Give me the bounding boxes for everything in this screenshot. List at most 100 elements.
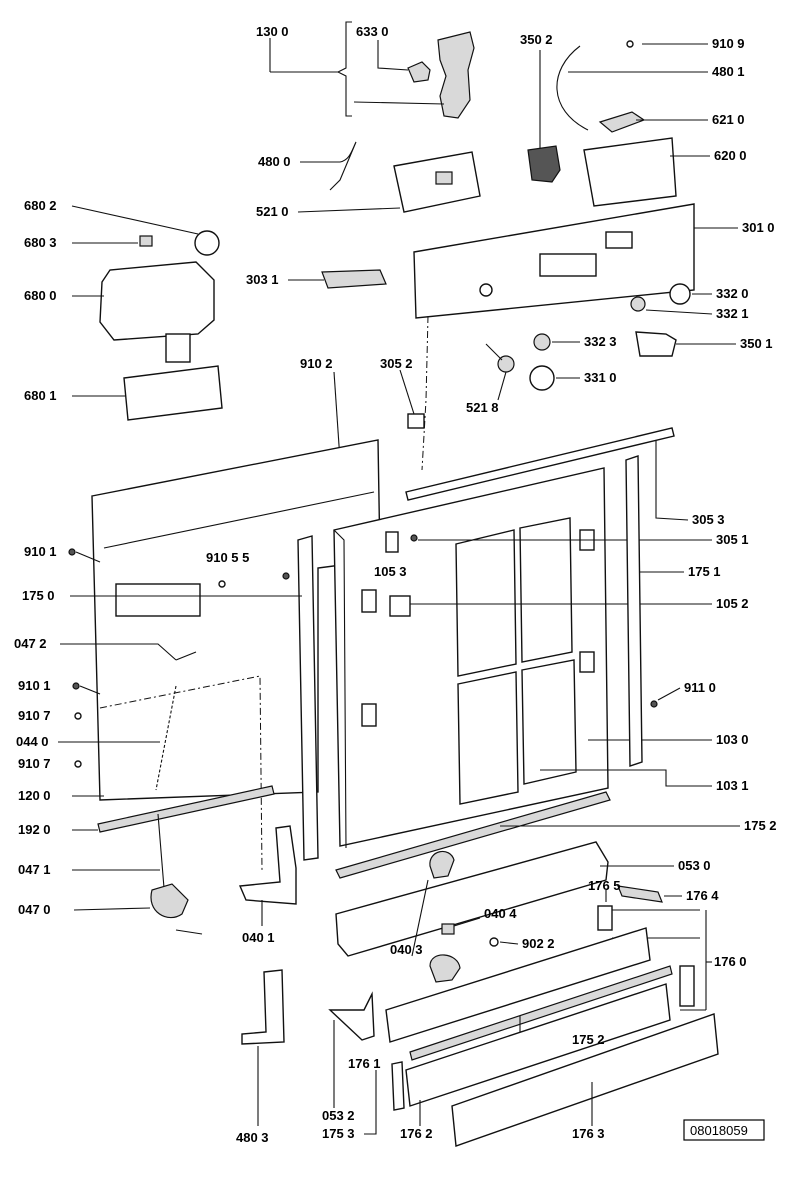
label-1752a: 175 2 bbox=[744, 818, 777, 833]
label-1752b: 175 2 bbox=[572, 1032, 605, 1047]
part-1752b bbox=[409, 965, 673, 1061]
screw-9107a bbox=[74, 712, 82, 720]
part-0470-pin bbox=[175, 929, 203, 935]
label-5210: 521 0 bbox=[256, 204, 289, 219]
leader-3053 bbox=[655, 440, 689, 521]
label-9102: 910 2 bbox=[300, 356, 333, 371]
part-1763 bbox=[451, 1013, 719, 1147]
leader-0470 bbox=[73, 907, 151, 911]
part-1052 bbox=[389, 595, 411, 617]
part-3010-display bbox=[539, 253, 597, 277]
part-1753 bbox=[391, 1061, 405, 1111]
label-3502: 350 2 bbox=[520, 32, 553, 47]
label-9107b: 910 7 bbox=[18, 756, 51, 771]
part-3010-window bbox=[605, 231, 633, 249]
part-0532 bbox=[328, 991, 375, 1041]
part-6803 bbox=[139, 235, 153, 247]
label-6803: 680 3 bbox=[24, 235, 57, 250]
label-3310: 331 0 bbox=[584, 370, 617, 385]
part-9022 bbox=[489, 937, 499, 947]
screw-91055 bbox=[218, 580, 226, 588]
part-4800 bbox=[300, 141, 357, 191]
part-3031 bbox=[321, 269, 387, 289]
part-5218-shaft bbox=[485, 343, 503, 361]
screw-9109 bbox=[626, 40, 634, 48]
part-6800-tab bbox=[165, 333, 191, 363]
label-1750: 175 0 bbox=[22, 588, 55, 603]
label-4801: 480 1 bbox=[712, 64, 745, 79]
screw-9101b bbox=[72, 682, 80, 690]
screw-9107b bbox=[74, 760, 82, 768]
label-3320: 332 0 bbox=[716, 286, 749, 301]
part-1750 bbox=[297, 535, 319, 861]
label-0472: 047 2 bbox=[14, 636, 47, 651]
label-4803: 480 3 bbox=[236, 1130, 269, 1145]
screw-9110 bbox=[650, 700, 658, 708]
leader-1753 bbox=[364, 1070, 377, 1135]
label-6800: 680 0 bbox=[24, 288, 57, 303]
part-1750-handle bbox=[115, 583, 201, 617]
part-0404 bbox=[441, 923, 455, 935]
part-3323 bbox=[533, 333, 551, 351]
label-1751: 175 1 bbox=[688, 564, 721, 579]
bracket-130 bbox=[336, 21, 352, 117]
cutout-a bbox=[361, 589, 377, 613]
label-1300: 130 0 bbox=[256, 24, 289, 39]
label-1760: 176 0 bbox=[714, 954, 747, 969]
label-1030: 103 0 bbox=[716, 732, 749, 747]
part-6210 bbox=[598, 111, 646, 133]
label-5218: 521 8 bbox=[466, 400, 499, 415]
part-1920 bbox=[97, 785, 275, 833]
part-3052 bbox=[407, 413, 425, 429]
label-1200: 120 0 bbox=[18, 788, 51, 803]
part-1761-end bbox=[679, 965, 695, 1007]
part-1762 bbox=[405, 983, 671, 1107]
part-0403 bbox=[429, 850, 455, 879]
bracket-1760 bbox=[612, 909, 707, 1011]
part-5210-chip bbox=[435, 171, 453, 185]
label-3010: 301 0 bbox=[742, 220, 775, 235]
label-0401: 040 1 bbox=[242, 930, 275, 945]
part-3053 bbox=[405, 427, 675, 501]
leader-9102 bbox=[333, 371, 341, 461]
part-3310 bbox=[529, 365, 555, 391]
part-6800 bbox=[99, 261, 215, 341]
label-0440: 044 0 bbox=[16, 734, 49, 749]
part-1031-pad-c bbox=[457, 671, 519, 805]
assembly-line-1 bbox=[421, 315, 429, 471]
screw-9101a bbox=[68, 548, 76, 556]
label-1764: 176 4 bbox=[686, 888, 719, 903]
part-3320 bbox=[669, 283, 691, 305]
part-0440 bbox=[155, 685, 177, 791]
leader-0404 bbox=[453, 917, 481, 927]
part-1031-pad-b bbox=[519, 517, 573, 663]
part-3051 bbox=[410, 534, 418, 542]
part-0530 bbox=[335, 841, 609, 957]
part-1031-pad-a bbox=[455, 529, 517, 677]
leader-5218 bbox=[497, 371, 507, 401]
label-9107a: 910 7 bbox=[18, 708, 51, 723]
label-3052: 305 2 bbox=[380, 356, 413, 371]
part-6200 bbox=[583, 137, 677, 207]
part-1053 bbox=[385, 531, 399, 553]
part-1751 bbox=[625, 455, 643, 767]
drawing-id: 08018059 bbox=[690, 1123, 748, 1138]
leader-5210 bbox=[297, 207, 401, 213]
screw-910x bbox=[282, 572, 290, 580]
part-3010-knob bbox=[479, 283, 493, 297]
label-3053: 305 3 bbox=[692, 512, 725, 527]
label-6210: 621 0 bbox=[712, 112, 745, 127]
label-0470: 047 0 bbox=[18, 902, 51, 917]
leader-6330 bbox=[377, 40, 409, 71]
label-0403: 040 3 bbox=[390, 942, 423, 957]
part-4803 bbox=[241, 969, 285, 1045]
part-1765 bbox=[597, 905, 613, 931]
part-6330 bbox=[407, 61, 431, 83]
label-3031: 303 1 bbox=[246, 272, 279, 287]
label-9109: 910 9 bbox=[712, 36, 745, 51]
label-0530: 053 0 bbox=[678, 858, 711, 873]
label-1753: 175 3 bbox=[322, 1126, 355, 1141]
leader-0472 bbox=[60, 643, 177, 661]
label-1052: 105 2 bbox=[716, 596, 749, 611]
